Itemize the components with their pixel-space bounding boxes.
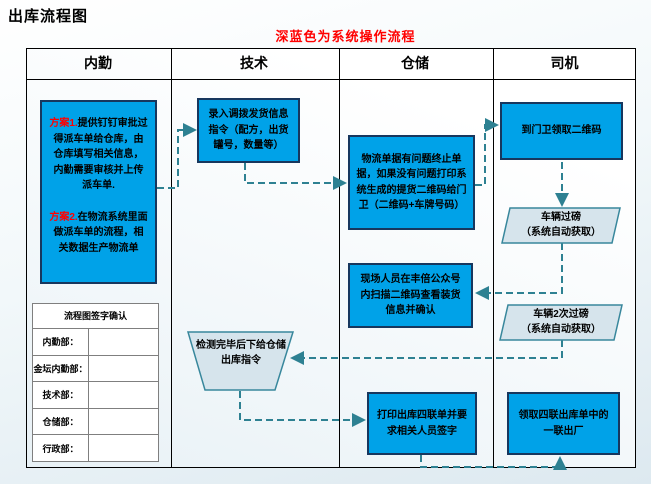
lane-header-siji: 司机 [550, 55, 579, 71]
page-title: 出库流程图 [8, 8, 89, 25]
lane-header-neiqin: 内勤 [84, 55, 112, 71]
node-get-qrcode: 到门卫领取二维码 [500, 102, 623, 160]
lane-header-jishu: 技术 [240, 55, 268, 71]
signature-row: 内勤部： [33, 329, 158, 356]
signature-blank [89, 409, 158, 435]
signature-blank [89, 329, 158, 355]
node-take-copy: 领取四联出库单中的一联出厂 [507, 392, 620, 455]
node-scan-confirm: 现场人员在丰倍公众号内扫描二维码查看装货信息并确认 [348, 263, 473, 328]
signature-table-title: 流程图签字确认 [33, 304, 158, 329]
signature-row: 技术部： [33, 382, 158, 409]
signature-row: 金坛内勤部： [33, 355, 158, 382]
label-weigh-first: 车辆过磅 （系统自动获取） [521, 212, 601, 238]
header-divider [27, 79, 635, 80]
signature-table: 流程图签字确认 内勤部： 金坛内勤部： 技术部： 仓储部： 行政部： [32, 303, 159, 462]
label-inspect-done: 检测完毕后下给仓储出库指令 [196, 340, 286, 366]
lane-divider-3 [493, 49, 494, 467]
node-print-form: 打印出库四联单并要求相关人员签字 [367, 392, 477, 455]
node-plan-options: 方案1.提供钉钉审批过得派车单给仓库，由仓库填写相关信息，内勤需要审核并上传派车… [40, 100, 157, 284]
signature-blank [89, 435, 158, 462]
node-enter-dispatch-info: 录入调拨发货信息指令（配方，出货罐号，数量等） [197, 98, 300, 163]
lane-divider-2 [339, 49, 340, 467]
plan-1-text: 方案1.提供钉钉审批过得派车单给仓库，由仓库填写相关信息，内勤需要审核并上传派车… [49, 118, 148, 191]
plan-2-text: 方案2.在物流系统里面做派车单的流程，相关数据生产物流单 [49, 211, 148, 254]
signature-row: 行政部： [33, 435, 158, 462]
signature-blank [89, 382, 158, 408]
lane-header-cangchu: 仓储 [401, 55, 429, 71]
label-weigh-second: 车辆2次过磅 （系统自动获取） [521, 309, 601, 335]
signature-row: 仓储部： [33, 408, 158, 435]
legend-note: 深蓝色为系统操作流程 [275, 29, 416, 44]
node-logistics-check: 物流单据有问题终止单据，如果没有问题打印系统生成的提货二维码给门卫（二维码+车牌… [348, 135, 475, 230]
signature-blank [89, 356, 158, 382]
lane-divider-1 [171, 49, 172, 467]
